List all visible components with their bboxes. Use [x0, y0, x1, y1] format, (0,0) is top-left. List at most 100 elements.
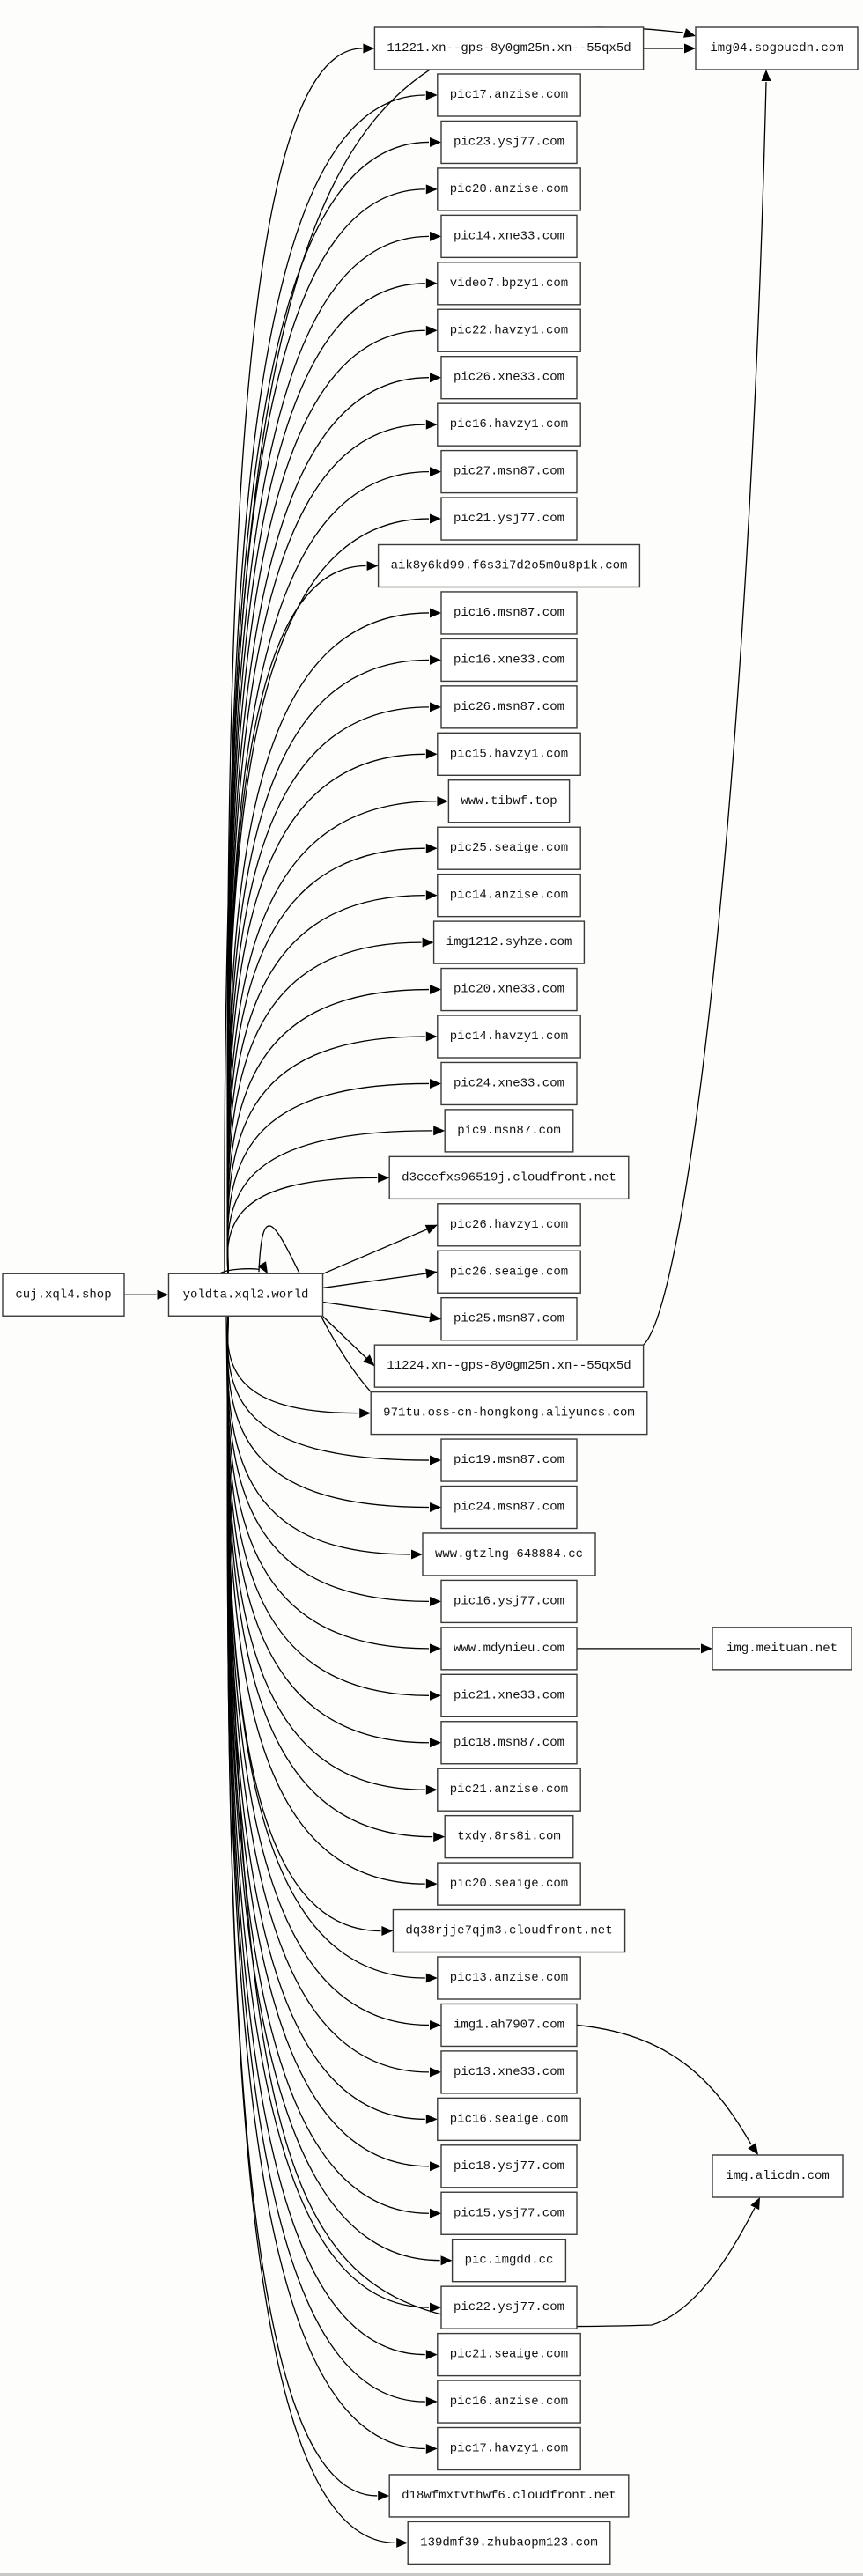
node-n11224[interactable]: 11224.xn--gps-8y0gm25n.xn--55qx5d [373, 1344, 645, 1388]
edge-yoldta-to-img1ah7907-arrowhead [430, 2019, 441, 2030]
node-label: img1.ah7907.com [454, 2018, 564, 2032]
edge-yoldta-to-pic23ysj77-arrowhead [430, 137, 441, 147]
node-dq38rjje[interactable]: dq38rjje7qjm3.cloudfront.net [392, 1908, 626, 1953]
node-txdy8rs8i[interactable]: txdy.8rs8i.com [444, 1814, 574, 1859]
node-n971tu[interactable]: 971tu.oss-cn-hongkong.aliyuncs.com [370, 1391, 648, 1436]
node-box [407, 2521, 611, 2565]
node-pic26havzy1[interactable]: pic26.havzy1.com [437, 1203, 581, 1247]
node-d3ccefxs[interactable]: d3ccefxs96519j.cloudfront.net [388, 1155, 630, 1200]
node-box [440, 685, 578, 729]
node-pic26msn87[interactable]: pic26.msn87.com [440, 685, 578, 729]
edge-yoldta-to-pic16xne33-arrowhead [430, 654, 441, 665]
node-box [437, 1015, 581, 1059]
node-pic27msn87[interactable]: pic27.msn87.com [440, 449, 578, 494]
node-label: pic23.ysj77.com [454, 135, 564, 149]
node-pic16xne33[interactable]: pic16.xne33.com [440, 638, 578, 683]
node-pic26seaige[interactable]: pic26.seaige.com [437, 1250, 581, 1294]
node-label: pic26.seaige.com [450, 1265, 568, 1279]
node-label: pic16.seaige.com [450, 2112, 568, 2126]
node-pic15ysj77[interactable]: pic15.ysj77.com [440, 2191, 578, 2235]
node-pic15havzy1[interactable]: pic15.havzy1.com [437, 732, 581, 776]
node-pic16anzise[interactable]: pic16.anzise.com [437, 2380, 581, 2424]
node-pic13xne33[interactable]: pic13.xne33.com [440, 2050, 578, 2094]
node-box [437, 1203, 581, 1247]
node-imgalicdn[interactable]: img.alicdn.com [712, 2154, 844, 2198]
node-pic16ysj77[interactable]: pic16.ysj77.com [440, 1579, 578, 1624]
edge-yoldta-to-pic16anzise-arrowhead [425, 2396, 438, 2407]
node-pic25msn87[interactable]: pic25.msn87.com [440, 1296, 578, 1341]
node-pic16msn87[interactable]: pic16.msn87.com [440, 591, 578, 635]
node-label: pic13.anzise.com [450, 1971, 568, 1985]
node-pic18ysj77[interactable]: pic18.ysj77.com [440, 2144, 578, 2188]
node-pic16seaige[interactable]: pic16.seaige.com [437, 2097, 581, 2142]
node-picimgdd[interactable]: pic.imgdd.cc [451, 2238, 567, 2283]
node-label: pic17.havzy1.com [450, 2442, 568, 2456]
node-d18wfmxt[interactable]: d18wfmxtvthwf6.cloudfront.net [388, 2474, 630, 2518]
node-pic21ysj77[interactable]: pic21.ysj77.com [440, 497, 578, 541]
node-pic20seaige[interactable]: pic20.seaige.com [437, 1862, 581, 1906]
node-pic22ysj77[interactable]: pic22.ysj77.com [440, 2285, 578, 2329]
node-pic21seaige[interactable]: pic21.seaige.com [437, 2332, 581, 2377]
node-imgmeituan[interactable]: img.meituan.net [712, 1627, 852, 1671]
node-box [437, 2380, 581, 2424]
node-box [440, 2191, 578, 2235]
node-pic20xne33[interactable]: pic20.xne33.com [440, 967, 578, 1012]
node-box [695, 26, 859, 70]
node-img1212syhze[interactable]: img1212.syhze.com [432, 920, 586, 964]
node-box [437, 1862, 581, 1906]
node-pic21anzise[interactable]: pic21.anzise.com [437, 1768, 581, 1812]
node-pic19msn87[interactable]: pic19.msn87.com [440, 1438, 578, 1482]
node-box [440, 1627, 578, 1671]
node-img1ah7907[interactable]: img1.ah7907.com [440, 2003, 578, 2048]
edge-yoldta-to-n139dmf39 [226, 1316, 396, 2544]
node-video7bpzy1[interactable]: video7.bpzy1.com [437, 262, 581, 306]
node-pic14anzise[interactable]: pic14.anzise.com [437, 873, 581, 918]
node-n11221[interactable]: 11221.xn--gps-8y0gm25n.xn--55qx5d [373, 26, 645, 70]
node-box [437, 1956, 581, 2000]
edge-yoldta-to-aik8y6kd99 [226, 565, 366, 1274]
node-pic22havzy1[interactable]: pic22.havzy1.com [437, 308, 581, 352]
node-pic17anzise[interactable]: pic17.anzise.com [437, 73, 581, 117]
node-label: pic18.ysj77.com [454, 2159, 564, 2174]
node-label: aik8y6kd99.f6s3i7d2o5m0u8p1k.com [391, 559, 628, 573]
edge-n971tu-to-yoldta [258, 1225, 372, 1393]
edge-yoldta-to-pic27msn87-arrowhead [430, 467, 441, 477]
node-box [440, 1579, 578, 1624]
node-box [377, 543, 641, 588]
node-n139dmf39[interactable]: 139dmf39.zhubaopm123.com [407, 2521, 611, 2565]
edge-yoldta-to-picimgdd-arrowhead [440, 2255, 453, 2266]
node-label: d3ccefxs96519j.cloudfront.net [402, 1170, 616, 1185]
node-aik8y6kd99[interactable]: aik8y6kd99.f6s3i7d2o5m0u8p1k.com [377, 543, 641, 588]
node-pic24msn87[interactable]: pic24.msn87.com [440, 1485, 578, 1530]
node-pic25seaige[interactable]: pic25.seaige.com [437, 826, 581, 870]
node-pic17havzy1[interactable]: pic17.havzy1.com [437, 2426, 581, 2471]
node-wwwgtzlng[interactable]: www.gtzlng-648884.cc [422, 1532, 596, 1576]
node-pic18msn87[interactable]: pic18.msn87.com [440, 1721, 578, 1765]
node-box [440, 638, 578, 683]
node-box [437, 2097, 581, 2142]
node-label: pic25.msn87.com [454, 1312, 564, 1326]
node-pic16havzy1[interactable]: pic16.havzy1.com [437, 402, 581, 447]
node-wwwtibwf[interactable]: www.tibwf.top [447, 779, 571, 823]
node-pic20anzise[interactable]: pic20.anzise.com [437, 167, 581, 211]
edge-yoldta-to-pic24xne33-arrowhead [430, 1078, 441, 1089]
node-label: www.mdynieu.com [454, 1642, 564, 1656]
node-box [437, 2332, 581, 2377]
node-pic26xne33[interactable]: pic26.xne33.com [440, 356, 578, 400]
node-cuj[interactable]: cuj.xql4.shop [2, 1273, 125, 1317]
node-pic9msn87[interactable]: pic9.msn87.com [444, 1109, 574, 1153]
node-pic14havzy1[interactable]: pic14.havzy1.com [437, 1015, 581, 1059]
node-pic24xne33[interactable]: pic24.xne33.com [440, 1061, 578, 1106]
node-wwwmdynieu[interactable]: www.mdynieu.com [440, 1627, 578, 1671]
node-pic13anzise[interactable]: pic13.anzise.com [437, 1956, 581, 2000]
node-pic21xne33[interactable]: pic21.xne33.com [440, 1673, 578, 1718]
edge-yoldta-to-img04sogou-arrowhead [682, 28, 696, 38]
node-box [444, 1109, 574, 1153]
node-img04sogou[interactable]: img04.sogoucdn.com [695, 26, 859, 70]
edge-yoldta-to-pic13anzise-arrowhead [425, 1973, 438, 1983]
edge-yoldta-to-pic25msn87 [322, 1301, 442, 1320]
node-pic23ysj77[interactable]: pic23.ysj77.com [440, 120, 578, 165]
node-yoldta[interactable]: yoldta.xql2.world [167, 1273, 324, 1317]
edge-yoldta-to-wwwgtzlng-arrowhead [411, 1549, 423, 1560]
node-pic14xne33[interactable]: pic14.xne33.com [440, 214, 578, 259]
